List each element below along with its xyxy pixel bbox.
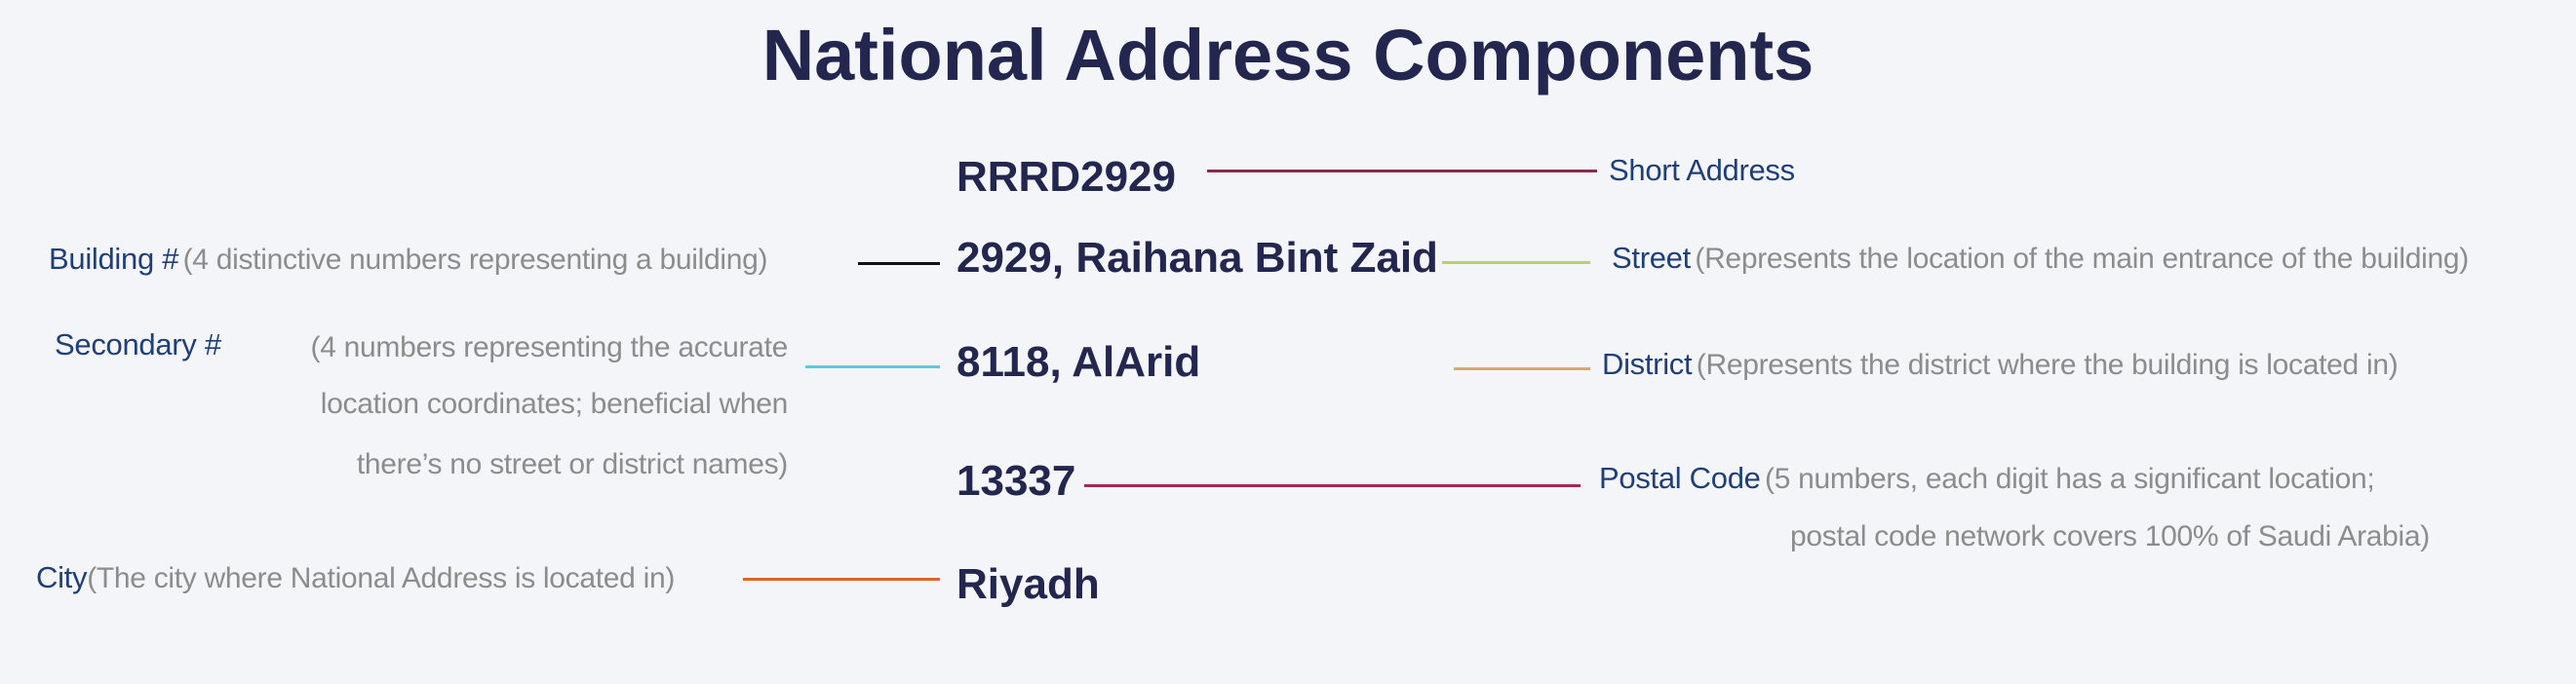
postal-code-annotation: Postal Code (5 numbers, each digit has a…: [1599, 461, 2375, 496]
building-description: (4 distinctive numbers representing a bu…: [182, 244, 768, 276]
building-street-value: 2929, Raihana Bint Zaid: [956, 234, 1438, 282]
secondary-district-value: 8118, AlArid: [956, 338, 1201, 386]
street-label: Street: [1612, 241, 1691, 275]
secondary-description-line-1: (4 numbers representing the accurate: [310, 331, 789, 363]
street-description: (Represents the location of the main ent…: [1695, 243, 2469, 275]
building-annotation: Building # (4 distinctive numbers repres…: [49, 242, 767, 277]
city-description: (The city where National Address is loca…: [87, 562, 676, 594]
postal-code-label: Postal Code: [1599, 461, 1761, 495]
short-address-connector: [1207, 170, 1597, 172]
postal-code-value: 13337: [956, 457, 1076, 505]
short-address-value: RRRD2929: [956, 153, 1176, 201]
street-annotation: Street (Represents the location of the m…: [1612, 241, 2469, 276]
secondary-description-line-2: location coordinates; beneficial when: [320, 388, 789, 420]
postal-code-connector: [1084, 484, 1581, 487]
city-label: City: [36, 560, 88, 594]
page-title: National Address Components: [761, 15, 1815, 95]
street-connector: [1442, 261, 1590, 264]
secondary-description-line-3: there’s no street or district names): [356, 448, 788, 480]
secondary-connector: [805, 365, 940, 368]
city-annotation: City(The city where National Address is …: [36, 560, 675, 595]
city-connector: [743, 578, 940, 581]
postal-code-description-line-2: postal code network covers 100% of Saudi…: [1790, 520, 2430, 552]
short-address-label: Short Address: [1609, 153, 1795, 187]
building-label: Building #: [49, 242, 179, 276]
city-value: Riyadh: [956, 560, 1100, 608]
district-description: (Represents the district where the build…: [1696, 349, 2399, 381]
postal-code-description-line-1: (5 numbers, each digit has a significant…: [1765, 463, 2375, 495]
district-annotation: District (Represents the district where …: [1602, 347, 2399, 382]
secondary-label: Secondary #: [55, 327, 221, 361]
district-connector: [1454, 367, 1590, 370]
district-label: District: [1602, 347, 1693, 381]
building-connector: [858, 262, 940, 265]
